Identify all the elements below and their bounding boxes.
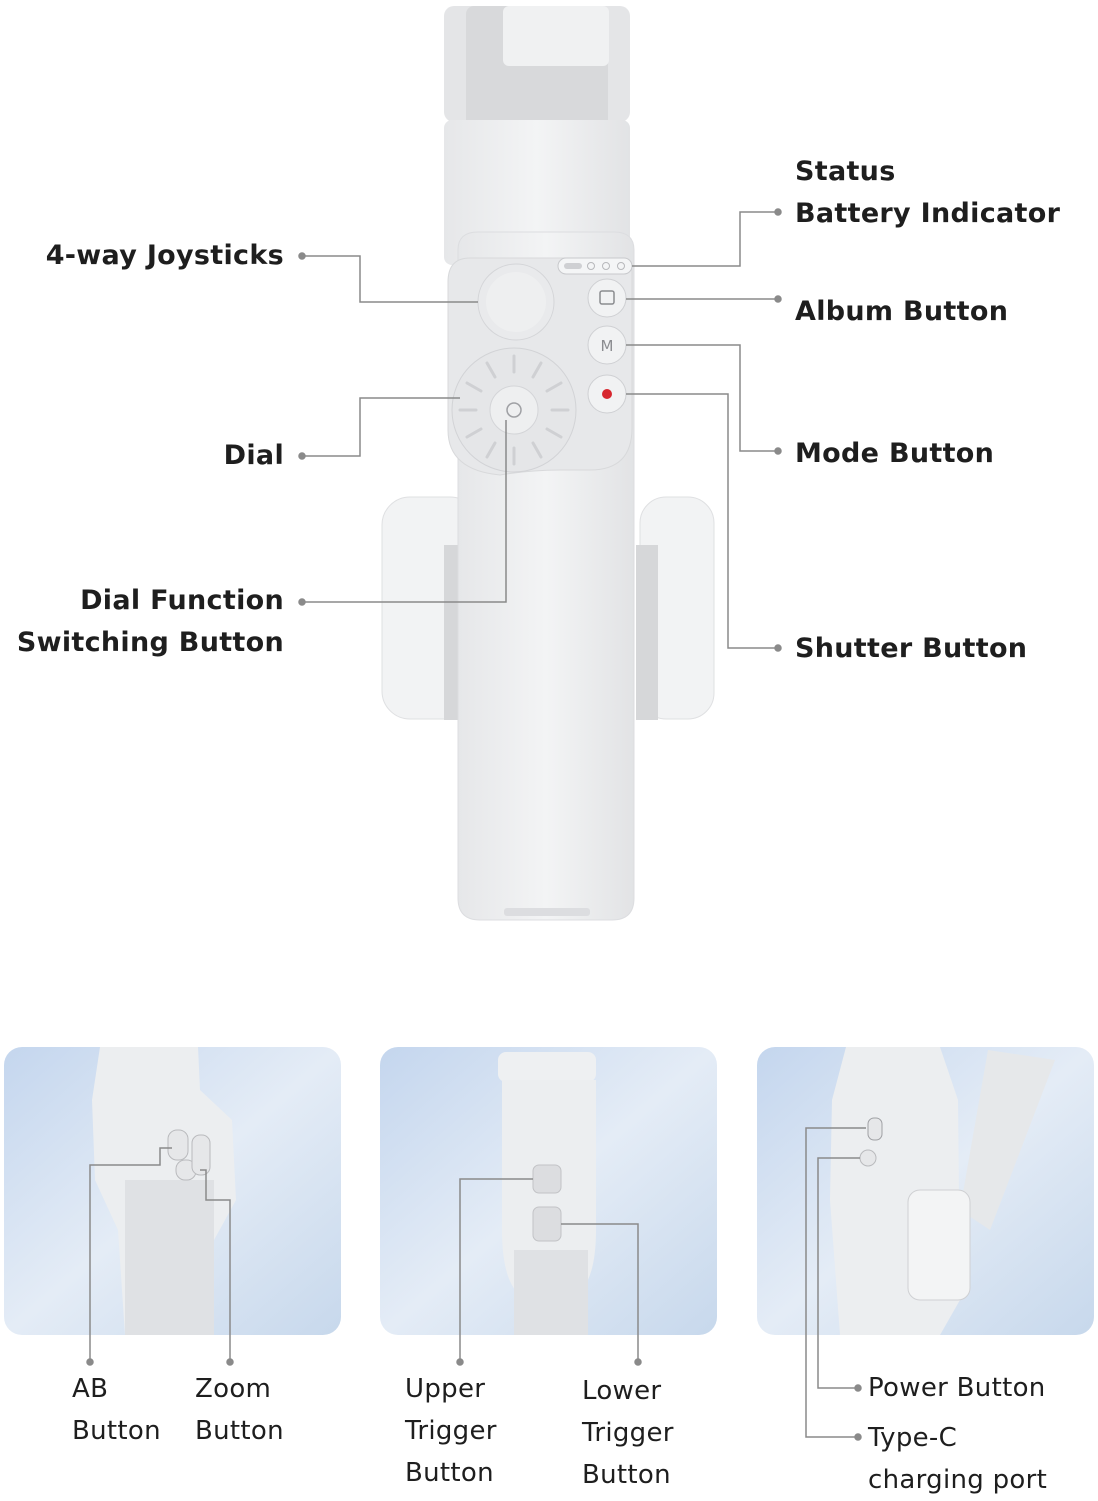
- label-mode-button: Mode Button: [795, 438, 995, 469]
- label-type-c-port: Type-C charging port: [868, 1423, 1048, 1495]
- dial: [451, 347, 577, 473]
- label-joysticks: 4-way Joysticks: [45, 240, 284, 271]
- label-dial: Dial: [223, 440, 284, 471]
- panel-side-left: [4, 1047, 341, 1335]
- album-button-icon: [587, 278, 627, 318]
- label-upper-trigger: Upper Trigger Button: [405, 1374, 497, 1488]
- label-album-button: Album Button: [795, 296, 1009, 327]
- label-shutter-button: Shutter Button: [795, 633, 1028, 664]
- label-ab-button: AB Button: [72, 1374, 161, 1446]
- label-power-button: Power Button: [868, 1373, 1046, 1403]
- panel-rear: [380, 1047, 717, 1335]
- label-lower-trigger: Lower Trigger Button: [582, 1376, 674, 1490]
- dial-switch-button-icon: [489, 385, 539, 435]
- label-dial-function: Dial Function Switching Button: [16, 585, 284, 658]
- gimbal-front-view: M: [381, 6, 715, 921]
- label-status-battery: Status Battery Indicator: [795, 156, 1061, 229]
- panel-side-left-lines: [86, 1147, 234, 1366]
- gimbal-arm: [444, 120, 630, 265]
- svg-text:M: M: [601, 337, 614, 355]
- panel-side-right-lines: [805, 1127, 866, 1441]
- leader-lines: [298, 208, 782, 652]
- panel-rear-lines: [456, 1178, 642, 1366]
- panel-side-right: [757, 1047, 1094, 1335]
- label-zoom-button: Zoom Button: [195, 1374, 284, 1446]
